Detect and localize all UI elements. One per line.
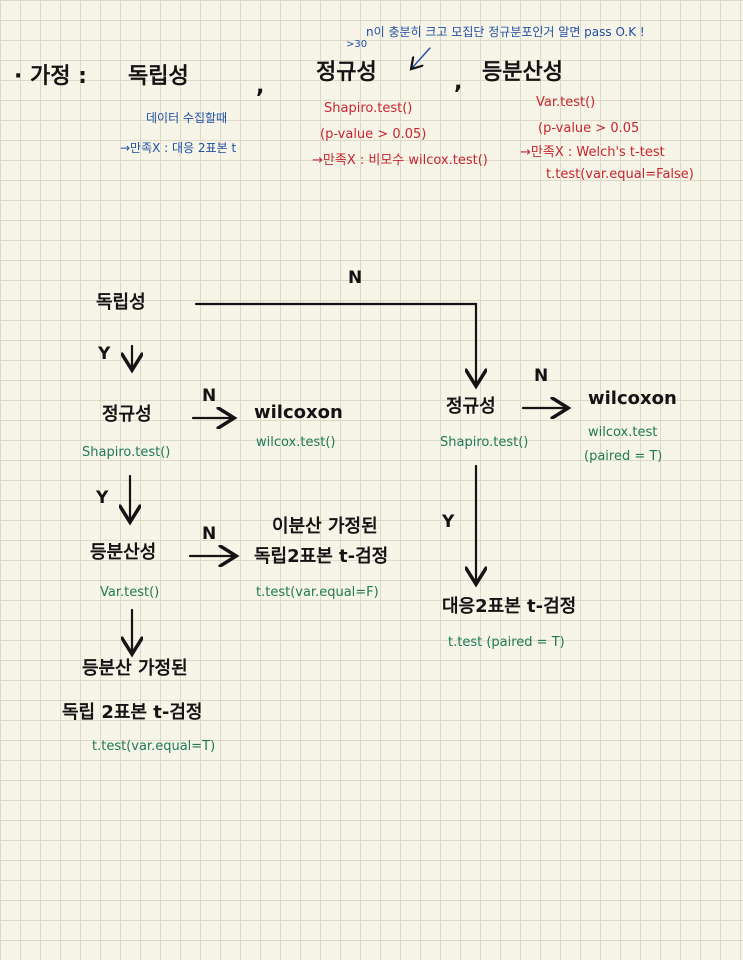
- label-n-2: N: [202, 524, 217, 544]
- equal-variance-code: Var.test(): [100, 585, 160, 600]
- var-test-code: Var.test(): [536, 95, 596, 110]
- header-equal-variance: 등분산성: [482, 60, 563, 85]
- flow-normality-left: 정규성: [102, 404, 152, 425]
- flow-equal-variance: 등분산성: [90, 542, 157, 563]
- heteroscedastic-code: t.test(var.equal=F): [256, 585, 379, 600]
- flow-heteroscedastic-1: 이분산 가정된: [272, 516, 378, 537]
- flow-homoscedastic-1: 등분산 가정된: [82, 658, 188, 679]
- label-y-1: Y: [98, 344, 111, 364]
- var-test-fail: →만족X : Welch's t-test: [520, 145, 665, 160]
- note-sample-size: n이 충분히 크고 모집단 정규분포인거 알면 pass O.K !: [366, 25, 645, 39]
- note-threshold: >30: [346, 39, 368, 50]
- flow-paired-t-test: 대응2표본 t-검정: [442, 596, 577, 617]
- arrow-indep-to-normal-right: [194, 302, 476, 384]
- flow-homoscedastic-2: 독립 2표본 t-검정: [62, 702, 203, 723]
- flow-wilcoxon-right: wilcoxon: [588, 388, 677, 409]
- normal-test-fail: →만족X : 비모수 wilcox.test(): [312, 153, 488, 168]
- var-test-fail-code: t.test(var.equal=False): [546, 167, 694, 182]
- wilcoxon-left-code: wilcox.test(): [256, 435, 336, 450]
- homoscedastic-code: t.test(var.equal=T): [92, 739, 216, 754]
- header-comma-1: ,: [256, 74, 265, 99]
- flow-normality-right: 정규성: [446, 396, 496, 417]
- normal-test-condition: (p-value > 0.05): [320, 127, 427, 142]
- paired-t-test-code: t.test (paired = T): [448, 635, 565, 650]
- normality-left-code: Shapiro.test(): [82, 445, 171, 460]
- header-comma-2: ,: [454, 70, 463, 95]
- label-y-3: Y: [442, 512, 455, 532]
- wilcoxon-right-code: wilcox.test: [588, 425, 658, 440]
- normal-test-code: Shapiro.test(): [324, 101, 413, 116]
- label-y-2: Y: [96, 488, 109, 508]
- label-n-3: N: [534, 366, 549, 386]
- normality-right-code: Shapiro.test(): [440, 435, 529, 450]
- assumption-bullet: · 가정 :: [14, 64, 87, 89]
- label-n-top: N: [348, 268, 363, 288]
- flow-heteroscedastic-2: 독립2표본 t-검정: [254, 546, 389, 567]
- label-n-1: N: [202, 386, 217, 406]
- header-independence: 독립성: [128, 64, 189, 89]
- wilcoxon-right-paired: (paired = T): [584, 449, 663, 464]
- indep-note-fail: →만족X : 대응 2표본 t: [120, 141, 237, 155]
- header-normality: 정규성: [316, 60, 377, 85]
- note-pointer-arrow: [412, 47, 431, 68]
- flow-wilcoxon-left: wilcoxon: [254, 402, 343, 423]
- flow-independence: 독립성: [96, 292, 146, 313]
- var-test-condition: (p-value > 0.05: [538, 121, 640, 136]
- indep-note-collect: 데이터 수집할때: [146, 111, 228, 125]
